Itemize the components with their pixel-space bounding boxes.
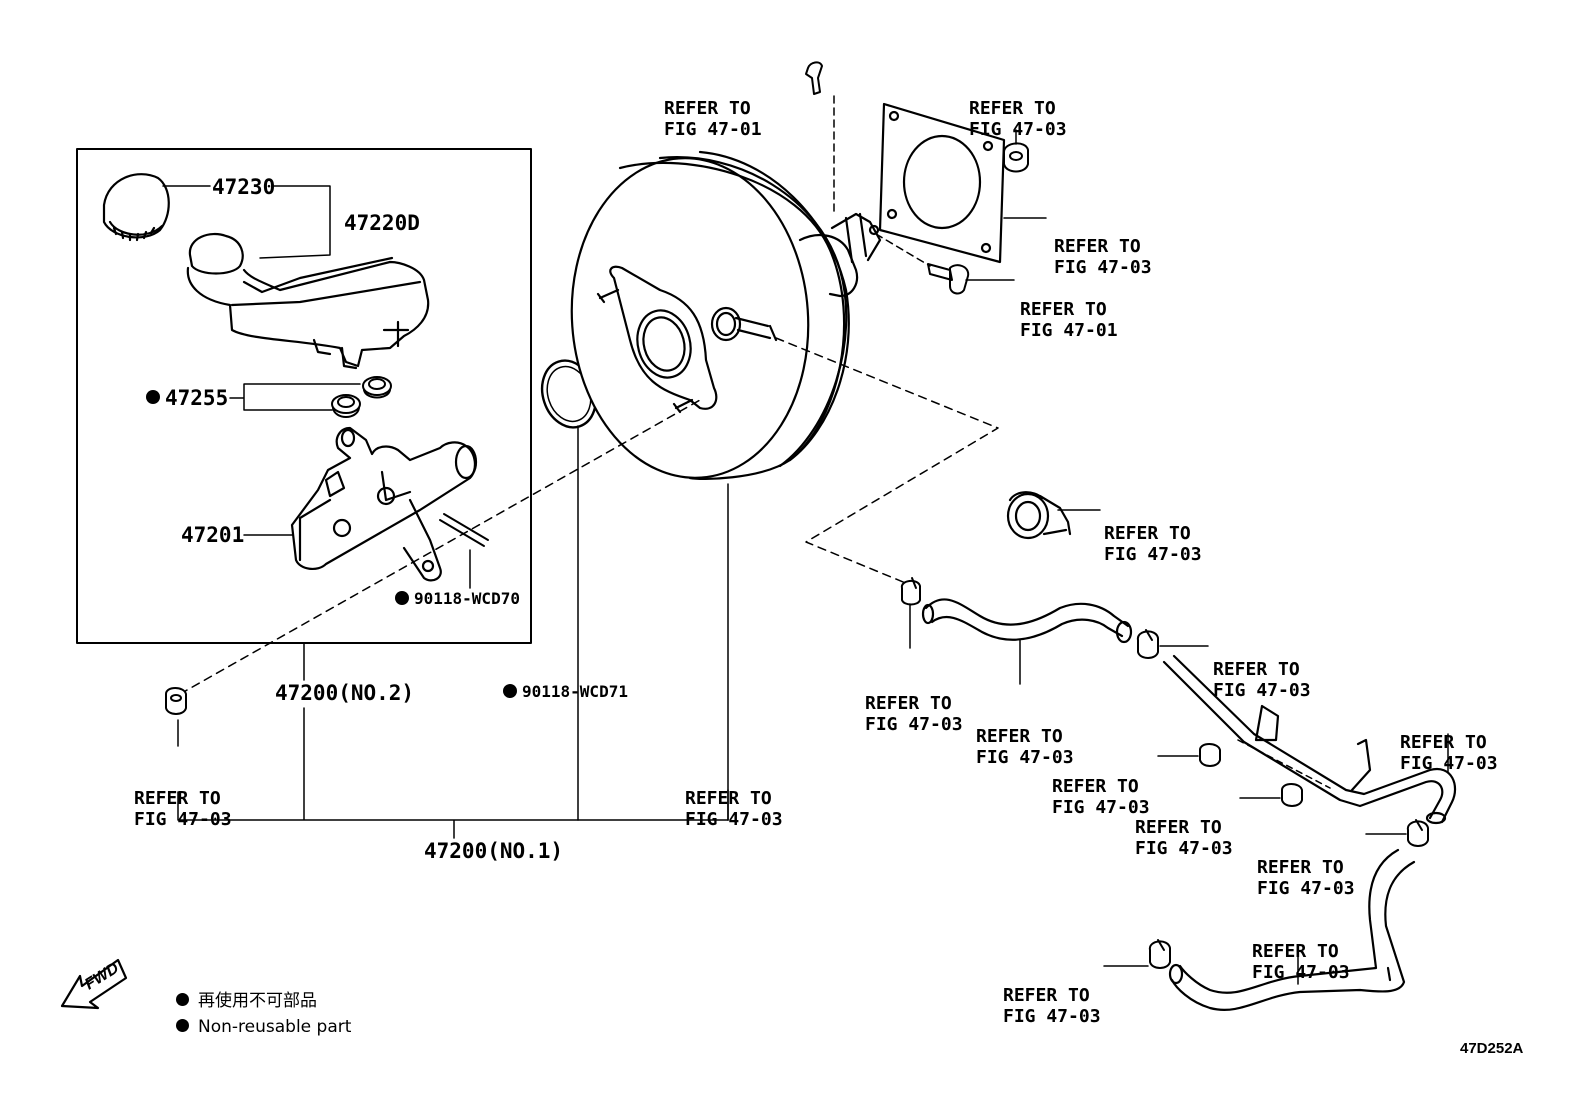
- refer-line: REFER TO: [1054, 236, 1141, 257]
- refer-line: REFER TO: [969, 98, 1056, 119]
- legend-row-jp: 再使用不可部品: [176, 988, 351, 1014]
- refer-line: REFER TO: [976, 726, 1063, 747]
- refer-fig: FIG 47-03: [1104, 544, 1202, 565]
- nut-pipe-2: [1281, 783, 1303, 807]
- leader-47255: [229, 383, 361, 411]
- refer-line: REFER TO: [1052, 776, 1139, 797]
- reservoir-cap: [102, 173, 170, 242]
- bracket-47200-no1: [177, 643, 729, 839]
- refer-fig: FIG 47-03: [1257, 878, 1355, 899]
- legend: 再使用不可部品 Non-reusable part: [176, 988, 351, 1040]
- refer-line: REFER TO: [1400, 732, 1487, 753]
- refer-fig: FIG 47-03: [1003, 1006, 1101, 1027]
- refer-line: REFER TO: [1252, 941, 1339, 962]
- refer-line: REFER TO: [865, 693, 952, 714]
- refer-fig: FIG 47-03: [969, 119, 1067, 140]
- part-number-wcd71-text: 90118-WCD71: [522, 682, 628, 701]
- part-number-47201: 47201: [181, 523, 245, 547]
- legend-row-en: Non-reusable part: [176, 1014, 351, 1040]
- refer-line: REFER TO: [1135, 817, 1222, 838]
- refer-line: REFER TO: [1213, 659, 1300, 680]
- hose-clamp-2: [1136, 629, 1159, 659]
- legend-dot: [176, 1018, 189, 1032]
- refer-fig: FIG 47-03: [1400, 753, 1498, 774]
- refer-fig: FIG 47-03: [685, 809, 783, 830]
- legend-jp-text: 再使用不可部品: [198, 991, 317, 1011]
- hose-clamp-4: [1148, 939, 1171, 969]
- part-number-wcd70-text: 90118-WCD70: [414, 589, 520, 608]
- refer-line: REFER TO: [1104, 523, 1191, 544]
- part-number-47230: 47230: [212, 175, 276, 199]
- brake-booster: [570, 150, 882, 480]
- fwd-arrow: [60, 958, 128, 1010]
- vacuum-hose-1: [921, 598, 1133, 644]
- refer-line: REFER TO: [664, 98, 751, 119]
- part-number-47255-text: 47255: [165, 386, 229, 410]
- leader-47220D: [259, 185, 331, 259]
- non-reusable-dot: [146, 390, 160, 404]
- refer-fig: FIG 47-03: [1054, 257, 1152, 278]
- hose-clamp-1: [900, 577, 921, 606]
- gasket: [878, 102, 1006, 264]
- refer-line: REFER TO: [685, 788, 772, 809]
- refer-fig: FIG 47-03: [976, 747, 1074, 768]
- master-cylinder: [290, 426, 478, 582]
- nut-pipe-1: [1199, 743, 1221, 767]
- non-reusable-dot: [503, 683, 517, 698]
- hose-clamp-3: [1406, 819, 1429, 847]
- refer-line: REFER TO: [1003, 985, 1090, 1006]
- refer-fig: FIG 47-03: [1252, 962, 1350, 983]
- part-number-47255: 47255: [146, 386, 228, 410]
- refer-line: REFER TO: [1020, 299, 1107, 320]
- legend-en-text: Non-reusable part: [198, 1017, 352, 1037]
- part-number-90118-wcd71: 90118-WCD71: [503, 682, 628, 702]
- refer-fig: FIG 47-03: [1213, 680, 1311, 701]
- part-number-47200-no1: 47200(NO.1): [424, 839, 564, 863]
- refer-fig: FIG 47-03: [134, 809, 232, 830]
- refer-fig: FIG 47-03: [1135, 838, 1233, 859]
- nut-bottom-left: [165, 687, 187, 715]
- part-number-47200-no2: 47200(NO.2): [275, 681, 415, 705]
- non-reusable-dot: [395, 590, 409, 605]
- check-valve-right: [1006, 491, 1072, 540]
- refer-line: REFER TO: [134, 788, 221, 809]
- vacuum-hose-2: [1168, 848, 1416, 1011]
- pin-wcd70: [439, 513, 489, 547]
- grommets: [331, 376, 392, 418]
- refer-fig: FIG 47-01: [1020, 320, 1118, 341]
- refer-fig: FIG 47-03: [1052, 797, 1150, 818]
- master-cylinder-group-box: [76, 148, 532, 644]
- figure-code: 47D252A: [1460, 1040, 1524, 1057]
- nut-top: [1003, 142, 1029, 173]
- reservoir-tank: [186, 232, 430, 370]
- legend-dot: [176, 992, 189, 1006]
- part-number-47220D: 47220D: [344, 211, 420, 235]
- refer-fig: FIG 47-01: [664, 119, 762, 140]
- refer-line: REFER TO: [1257, 857, 1344, 878]
- part-number-90118-wcd70: 90118-WCD70: [395, 589, 520, 609]
- clevis-pin-side: [927, 263, 970, 295]
- clevis-pin-top: [805, 61, 823, 95]
- refer-fig: FIG 47-03: [865, 714, 963, 735]
